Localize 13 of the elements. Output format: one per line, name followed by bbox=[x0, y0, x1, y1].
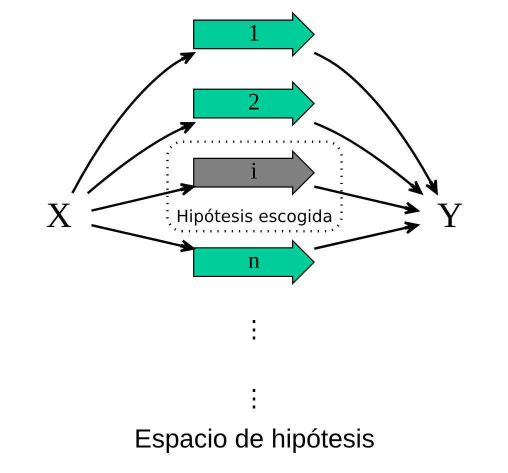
arrow bbox=[90, 182, 194, 212]
arrow bbox=[313, 122, 422, 194]
label: ⋮ bbox=[241, 385, 266, 412]
label: ⋮ bbox=[241, 316, 266, 344]
caption: Espacio de hipótesis bbox=[134, 424, 374, 454]
arrow bbox=[90, 224, 194, 252]
arrow bbox=[314, 185, 418, 214]
node-text: X bbox=[46, 194, 72, 235]
node-text: Y bbox=[436, 194, 462, 235]
arrow bbox=[70, 52, 194, 194]
arrow bbox=[86, 122, 194, 194]
arrow bbox=[314, 221, 418, 250]
arrow bbox=[313, 52, 438, 194]
